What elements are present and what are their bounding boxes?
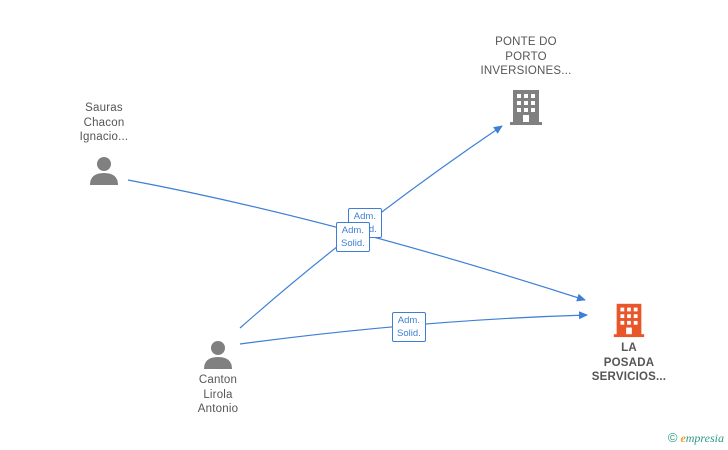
- person-node-canton[interactable]: Canton Lirola Antonio: [178, 339, 258, 417]
- person-label: Sauras Chacon Ignacio...: [79, 102, 129, 143]
- building-icon: [510, 89, 542, 125]
- person-icon: [90, 156, 118, 185]
- edge-label-canton-posada[interactable]: Adm. Solid.: [392, 312, 426, 342]
- company-node-ponte-do-porto[interactable]: PONTE DO PORTO INVERSIONES...: [466, 35, 586, 126]
- person-icon: [204, 341, 232, 369]
- company-label: LA POSADA SERVICIOS...: [591, 342, 667, 383]
- company-label: PONTE DO PORTO INVERSIONES...: [480, 36, 572, 77]
- building-icon: [613, 303, 645, 338]
- brand-initial: e: [680, 431, 686, 445]
- person-node-sauras[interactable]: Sauras Chacon Ignacio...: [64, 101, 144, 185]
- edge-label-canton-ponte[interactable]: Adm. Solid.: [336, 222, 370, 252]
- copyright-symbol: ©: [667, 430, 678, 445]
- person-label: Canton Lirola Antonio: [197, 374, 239, 415]
- company-node-la-posada[interactable]: LA POSADA SERVICIOS...: [584, 300, 674, 385]
- brand-name: mpresia: [685, 431, 724, 445]
- empresia-watermark: ©empresia: [668, 430, 724, 446]
